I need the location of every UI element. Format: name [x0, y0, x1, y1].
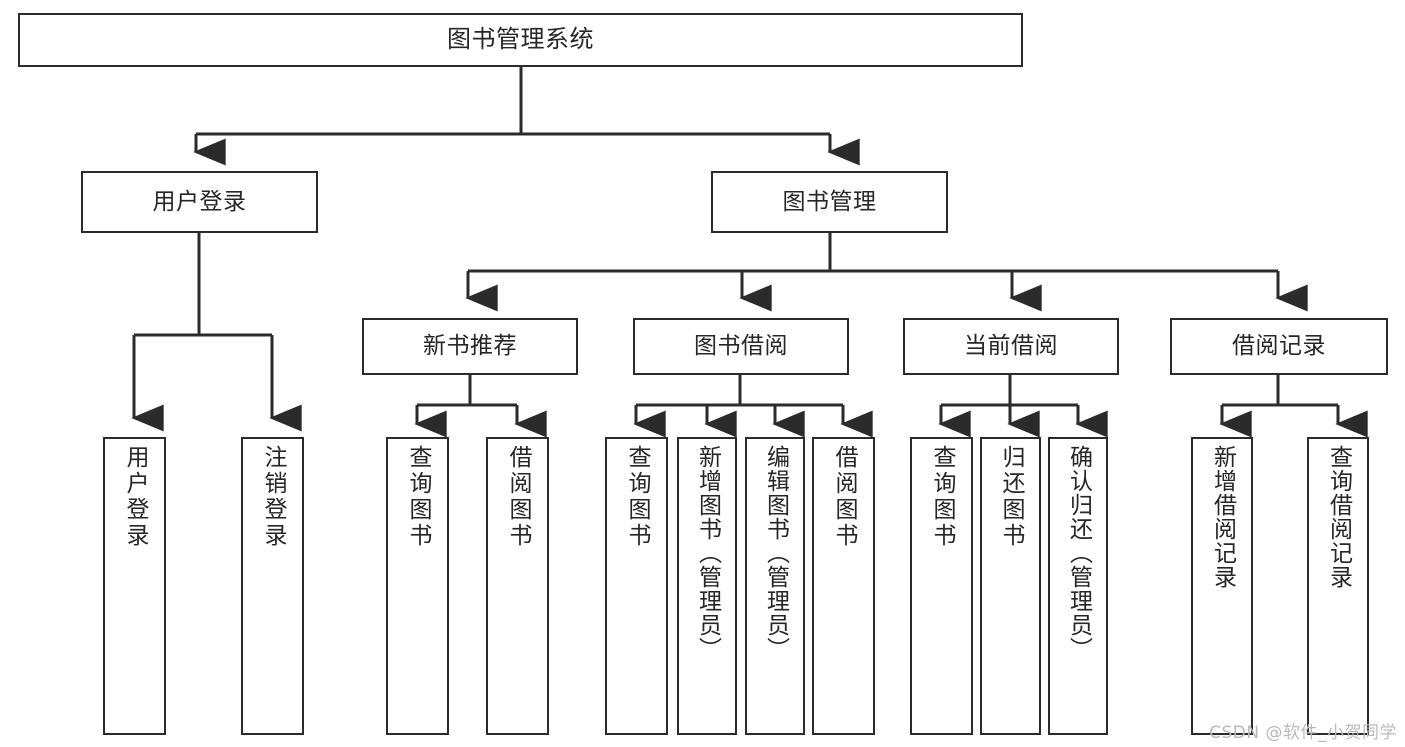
node-borrow-record[interactable]: 借阅记录 [1170, 318, 1388, 375]
node-current-borrow[interactable]: 当前借阅 [903, 318, 1119, 375]
node-label: 查询图书 [624, 445, 650, 549]
node-label: 图书管理系统 [447, 25, 594, 54]
node-label: 查询图书 [405, 445, 431, 549]
node-label: 确认归还（管理员） [1065, 445, 1092, 661]
leaf-borrow-book-new-recommend[interactable]: 借阅图书 [486, 437, 549, 735]
node-label: 查询借阅记录 [1325, 445, 1352, 589]
leaf-query-book-borrow[interactable]: 查询图书 [605, 437, 668, 735]
leaf-edit-book-admin[interactable]: 编辑图书（管理员） [745, 437, 805, 735]
leaf-query-book-current[interactable]: 查询图书 [910, 437, 973, 735]
node-new-book-recommend[interactable]: 新书推荐 [362, 318, 578, 375]
node-label: 借阅图书 [505, 445, 531, 549]
node-label: 借阅图书 [831, 445, 857, 549]
node-label: 图书借阅 [694, 333, 788, 360]
node-root-book-management-system[interactable]: 图书管理系统 [18, 13, 1023, 67]
leaf-user-login[interactable]: 用户登录 [103, 437, 166, 735]
node-label: 当前借阅 [964, 333, 1058, 360]
leaf-logout-login[interactable]: 注销登录 [241, 437, 304, 735]
leaf-query-borrow-record[interactable]: 查询借阅记录 [1307, 437, 1369, 735]
node-label: 图书管理 [782, 188, 877, 215]
leaf-return-book[interactable]: 归还图书 [980, 437, 1041, 735]
node-label: 用户登录 [152, 188, 247, 215]
node-label: 新增图书（管理员） [694, 445, 721, 661]
csdn-watermark: CSDN @软件_小贺同学 [1209, 723, 1397, 743]
node-label: 新书推荐 [423, 333, 517, 360]
leaf-add-book-admin[interactable]: 新增图书（管理员） [677, 437, 737, 735]
node-book-borrow[interactable]: 图书借阅 [633, 318, 849, 375]
node-label: 注销登录 [260, 445, 286, 549]
node-label: 归还图书 [998, 445, 1024, 549]
node-user-login[interactable]: 用户登录 [81, 171, 318, 233]
leaf-add-borrow-record[interactable]: 新增借阅记录 [1191, 437, 1253, 735]
leaf-confirm-return-admin[interactable]: 确认归还（管理员） [1048, 437, 1108, 735]
leaf-query-book-new-recommend[interactable]: 查询图书 [386, 437, 449, 735]
node-label: 用户登录 [122, 445, 148, 549]
node-book-management[interactable]: 图书管理 [711, 171, 948, 233]
leaf-borrow-book-borrow[interactable]: 借阅图书 [812, 437, 875, 735]
node-label: 编辑图书（管理员） [762, 445, 789, 661]
node-label: 查询图书 [929, 445, 955, 549]
node-label: 新增借阅记录 [1209, 445, 1236, 589]
node-label: 借阅记录 [1232, 333, 1326, 360]
